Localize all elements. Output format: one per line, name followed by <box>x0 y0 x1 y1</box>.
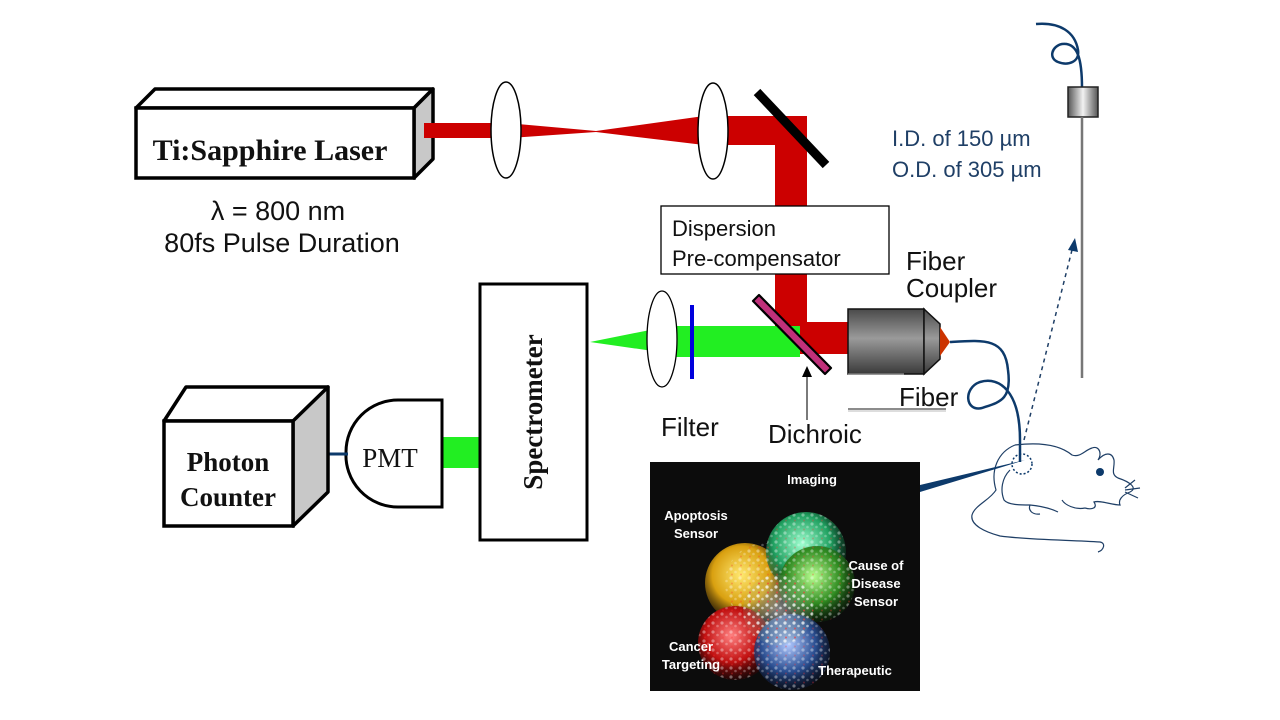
dispersion-line1: Dispersion <box>672 216 776 241</box>
zoom-dashed-arrow <box>1023 249 1073 441</box>
emission-beam-path <box>442 326 800 468</box>
pmt: PMT <box>344 398 444 509</box>
dichroic-mirror <box>751 293 833 376</box>
mouse-illustration <box>971 443 1141 553</box>
ti-sapphire-laser: Ti:Sapphire Laser <box>134 87 435 180</box>
inset-label-cause-2: Disease <box>851 576 900 591</box>
collection-lens <box>646 290 678 388</box>
zoom-arrowhead <box>1068 238 1078 252</box>
dichroic-arrowhead <box>802 366 812 377</box>
emission-beam-segment <box>660 326 800 357</box>
lens-2 <box>697 82 729 180</box>
inset-pointer <box>920 460 1025 492</box>
fiber-id-label: I.D. of 150 µm <box>892 126 1031 151</box>
dichroic-label: Dichroic <box>768 419 862 449</box>
steering-mirror <box>753 88 830 169</box>
photon-counter-line2: Counter <box>180 482 276 512</box>
inset-label-apoptosis-1: Apoptosis <box>664 508 728 523</box>
coupler-tip <box>940 327 950 356</box>
laser-label: Ti:Sapphire Laser <box>153 134 388 167</box>
dispersion-precompensator-box: Dispersion Pre-compensator <box>660 205 890 275</box>
laser-beam-segment <box>424 123 499 138</box>
spectrometer-label: Spectrometer <box>518 334 548 489</box>
photon-counter-line1: Photon <box>187 447 270 477</box>
photon-counter: Photon Counter <box>162 385 330 528</box>
inset-label-cancer-2: Targeting <box>662 657 720 672</box>
spectrometer: Spectrometer <box>478 282 589 542</box>
dispersion-line2: Pre-compensator <box>672 246 841 271</box>
laser-beam-focus <box>496 116 704 145</box>
fiber-coupler <box>847 307 950 376</box>
inset-label-cause-1: Cause of <box>849 558 905 573</box>
optical-fiber <box>949 339 1022 462</box>
inset-label-cause-3: Sensor <box>854 594 898 609</box>
inset-label-cancer-1: Cancer <box>669 639 713 654</box>
nanoprobe-inset: Imaging Apoptosis Sensor Cause of Diseas… <box>650 462 920 691</box>
emission-beam-to-pmt <box>442 437 482 468</box>
lens-1 <box>490 81 522 179</box>
fiber-label: Fiber <box>899 382 959 412</box>
fiber-od-label: O.D. of 305 µm <box>892 157 1042 182</box>
inset-label-apoptosis-2: Sensor <box>674 526 718 541</box>
inset-label-therapeutic: Therapeutic <box>818 663 892 678</box>
emission-beam-focus <box>590 328 660 352</box>
probe-fiber-lead <box>1035 22 1084 89</box>
ferrule <box>1067 86 1099 118</box>
fiber-coupler-label-line1: Fiber <box>906 246 966 276</box>
filter <box>690 305 694 379</box>
mouse-eye <box>1096 468 1104 476</box>
inset-label-imaging: Imaging <box>787 472 837 487</box>
filter-label: Filter <box>661 412 719 442</box>
fiber-probe <box>1035 22 1099 378</box>
wavelength-label: λ = 800 nm <box>211 196 345 226</box>
implant-site-circle <box>1011 453 1033 475</box>
pmt-label: PMT <box>362 443 418 473</box>
fiber-coupler-label-line2: Coupler <box>906 273 997 303</box>
pulse-duration-label: 80fs Pulse Duration <box>164 228 400 258</box>
